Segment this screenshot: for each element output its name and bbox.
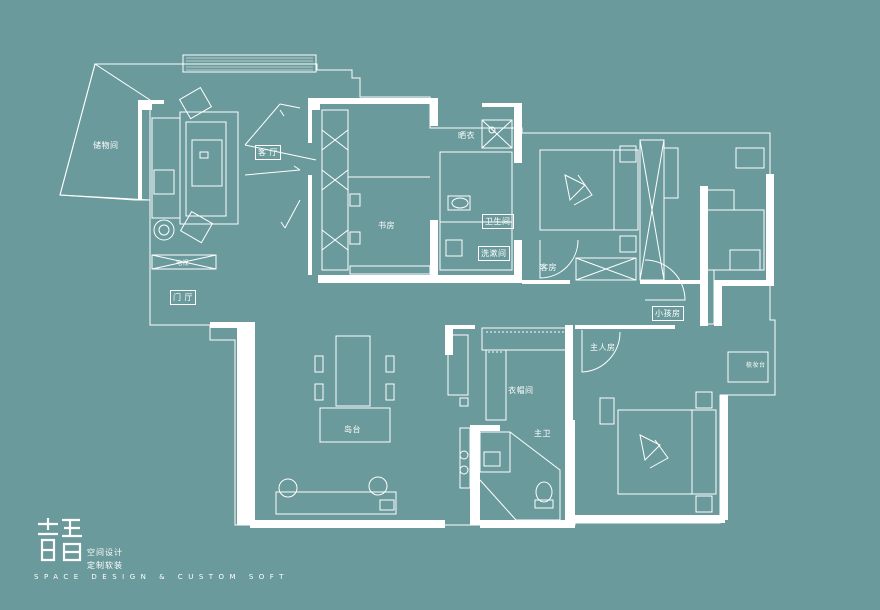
room-label-storage: 储物间	[93, 141, 119, 150]
outer-outline	[59, 63, 776, 526]
room-label-living: 客 厅	[255, 145, 282, 160]
shoe-cabinet	[151, 254, 217, 270]
coffee-table	[191, 139, 223, 187]
brand-line-soft: 定制软装	[87, 561, 123, 570]
room-label-study: 书房	[378, 221, 395, 230]
brand-logo-mark	[38, 518, 82, 562]
kitchen-island	[319, 407, 391, 443]
storage-room-outline	[59, 63, 151, 201]
sofa	[179, 111, 239, 225]
guest-bed	[539, 149, 615, 231]
room-label-wash: 洗漱间	[478, 246, 510, 261]
balcony-planter	[182, 54, 317, 73]
room-label-vanity: 梳妆台	[746, 362, 766, 369]
room-label-master: 主人房	[590, 343, 616, 352]
room-label-bath: 卫生间	[482, 214, 514, 229]
brand-tagline: SPACE DESIGN & CUSTOM SOFT	[34, 573, 289, 581]
dining-table	[335, 335, 371, 407]
room-label-laundry: 晒衣	[458, 131, 475, 140]
room-label-tv: 电视	[176, 260, 190, 267]
room-label-island: 岛台	[344, 425, 361, 434]
room-label-foyer: 门 厅	[170, 290, 197, 305]
room-label-guest: 客房	[540, 263, 557, 272]
room-label-master-bath: 主卫	[534, 429, 551, 438]
room-label-kids: 小孩房	[652, 306, 684, 321]
room-label-closet: 衣帽间	[508, 386, 534, 395]
master-bed	[617, 409, 693, 495]
brand-line-design: 空间设计	[87, 548, 123, 557]
study-shelf	[321, 109, 349, 271]
